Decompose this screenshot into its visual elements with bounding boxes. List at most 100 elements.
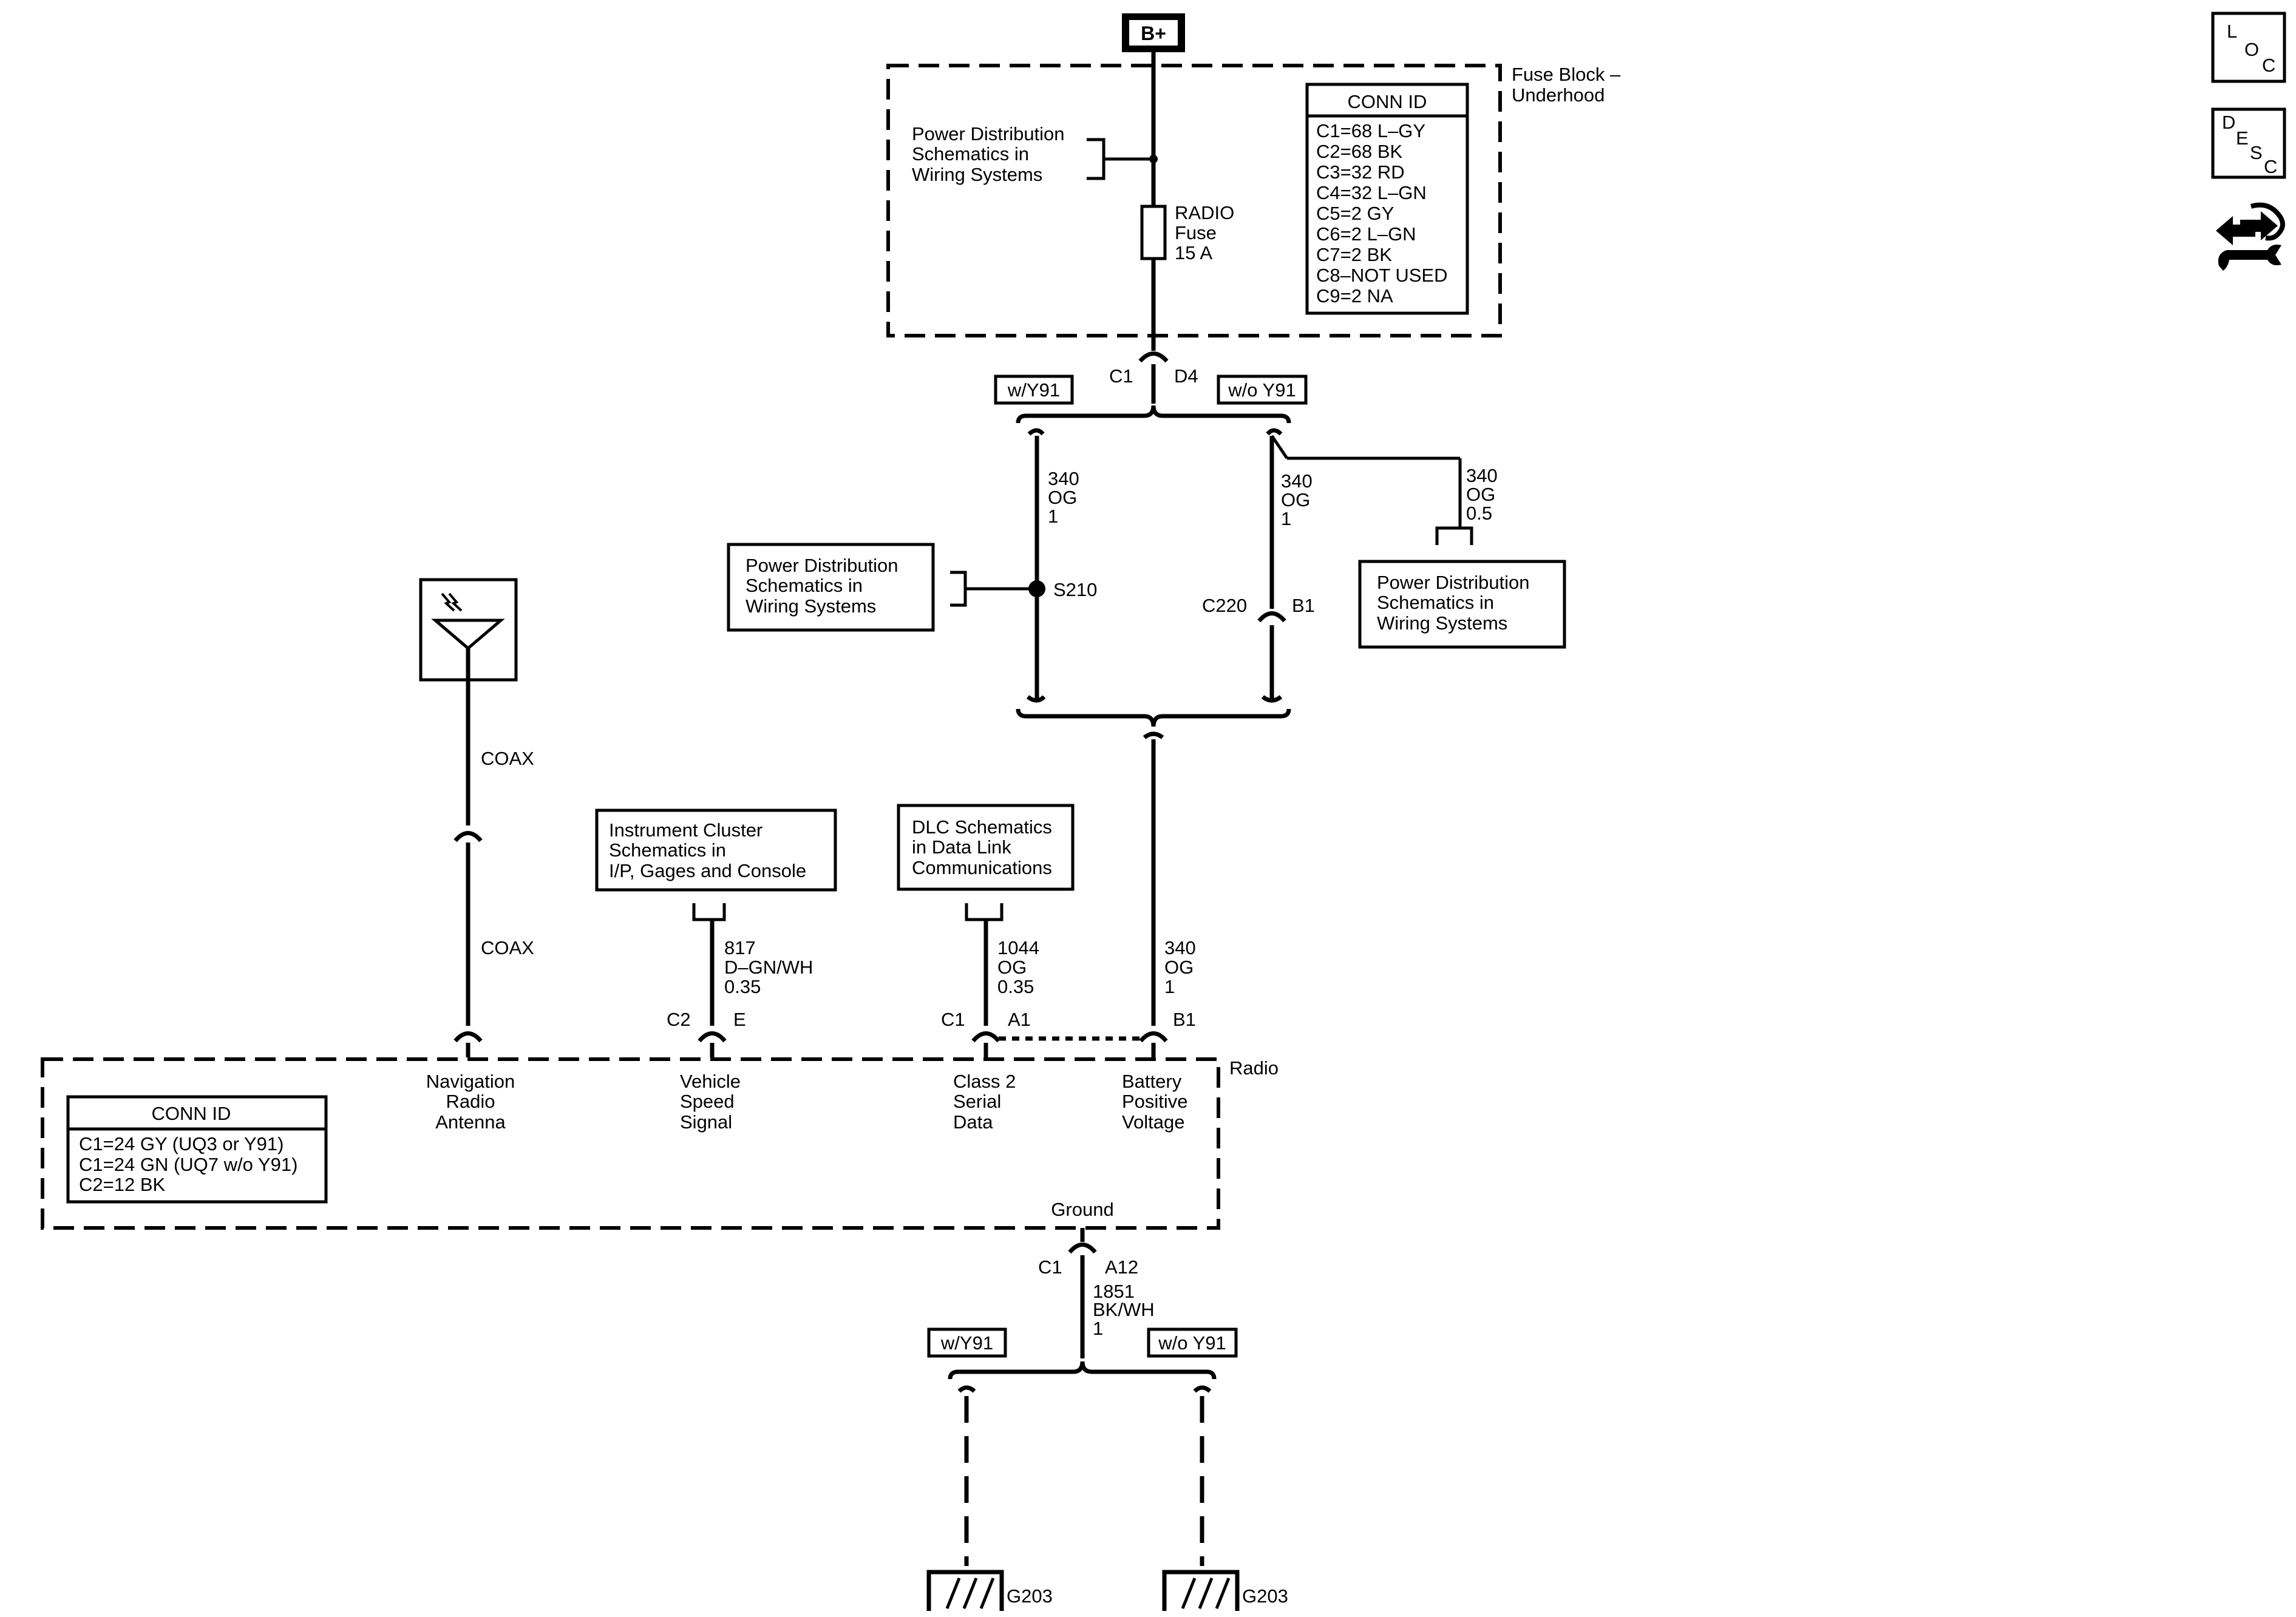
svg-text:CONN ID: CONN ID xyxy=(152,1103,231,1124)
svg-text:Data: Data xyxy=(953,1111,993,1133)
svg-text:C6=2 L–GN: C6=2 L–GN xyxy=(1316,223,1416,245)
svg-text:C1=68 L–GY: C1=68 L–GY xyxy=(1316,120,1425,141)
radio-connector-battery: B1 xyxy=(1139,1009,1196,1057)
svg-text:CONN ID: CONN ID xyxy=(1348,91,1427,112)
svg-text:Antenna: Antenna xyxy=(435,1111,506,1133)
connector-c1-a12: C1 A12 xyxy=(1038,1228,1138,1358)
svg-text:Schematics in: Schematics in xyxy=(746,575,863,596)
svg-text:C3=32 RD: C3=32 RD xyxy=(1316,161,1405,183)
radio-ground-label: Ground xyxy=(1051,1199,1113,1220)
connector-c1-d4: C1 D4 xyxy=(1109,336,1198,404)
svg-text:Vehicle: Vehicle xyxy=(680,1071,741,1092)
coax-label-bottom: COAX xyxy=(481,937,534,958)
svg-text:340: 340 xyxy=(1164,937,1196,958)
svg-text:D–GN/WH: D–GN/WH xyxy=(724,957,813,978)
svg-text:O: O xyxy=(2244,39,2259,60)
svg-text:C1: C1 xyxy=(1038,1256,1062,1278)
option-brace-bottom xyxy=(1016,708,1291,727)
svg-text:Schematics in: Schematics in xyxy=(912,143,1029,164)
ground-symbol-right: G203 xyxy=(1162,1570,1288,1611)
svg-text:w/o Y91: w/o Y91 xyxy=(1228,379,1296,401)
svg-text:A12: A12 xyxy=(1105,1256,1138,1278)
svg-text:w/Y91: w/Y91 xyxy=(1007,379,1060,401)
svg-text:C1=24 GY (UQ3 or Y91): C1=24 GY (UQ3 or Y91) xyxy=(79,1133,284,1154)
svg-text:Class 2: Class 2 xyxy=(953,1071,1016,1092)
radio-connector-antenna xyxy=(453,1031,483,1057)
right-branch-wire-label: 340 OG 1 xyxy=(1281,470,1313,529)
svg-text:Speed: Speed xyxy=(680,1091,735,1112)
svg-text:Wiring Systems: Wiring Systems xyxy=(746,595,876,617)
svg-text:I/P, Gages and Console: I/P, Gages and Console xyxy=(609,860,806,881)
svg-text:Serial: Serial xyxy=(953,1091,1001,1112)
svg-text:w/Y91: w/Y91 xyxy=(940,1332,993,1354)
svg-text:S: S xyxy=(2250,142,2263,163)
svg-text:C: C xyxy=(2262,55,2275,76)
svg-text:B1: B1 xyxy=(1292,595,1315,616)
svg-text:Fuse: Fuse xyxy=(1175,222,1217,243)
svg-text:Navigation: Navigation xyxy=(426,1071,515,1092)
svg-text:1: 1 xyxy=(1164,976,1175,997)
dlc-wire-label: 1044 OG 0.35 xyxy=(997,937,1039,997)
svg-text:340: 340 xyxy=(1466,465,1498,486)
svg-text:15 A: 15 A xyxy=(1175,242,1212,263)
instrument-cluster-ref: Instrument Cluster Schematics in I/P, Ga… xyxy=(595,808,837,892)
svg-text:1044: 1044 xyxy=(997,937,1039,958)
svg-text:Instrument Cluster: Instrument Cluster xyxy=(609,819,763,841)
svg-text:817: 817 xyxy=(724,937,756,958)
svg-text:E: E xyxy=(2236,127,2249,149)
svg-text:Radio: Radio xyxy=(446,1091,495,1112)
svg-text:0.5: 0.5 xyxy=(1466,503,1492,524)
svg-text:OG: OG xyxy=(1466,484,1495,505)
svg-text:OG: OG xyxy=(1048,487,1077,508)
fuse-block-power-ref: Power Distribution Schematics in Wiring … xyxy=(912,123,1065,185)
radio-pin-nav-antenna: Navigation Radio Antenna xyxy=(426,1071,515,1133)
svg-text:OG: OG xyxy=(1281,489,1310,510)
svg-text:Battery: Battery xyxy=(1122,1071,1182,1092)
svg-text:340: 340 xyxy=(1281,470,1313,492)
arrows-wrench-icon[interactable] xyxy=(2216,202,2285,271)
svg-text:G203: G203 xyxy=(1007,1585,1053,1607)
option-tag-without-y91: w/o Y91 xyxy=(1217,375,1308,405)
svg-text:Power Distribution: Power Distribution xyxy=(1377,572,1530,593)
svg-text:0.35: 0.35 xyxy=(724,976,761,997)
svg-text:G203: G203 xyxy=(1242,1585,1288,1607)
dlc-ref: DLC Schematics in Data Link Communicatio… xyxy=(897,804,1075,891)
radio-pin-class2: Class 2 Serial Data xyxy=(953,1071,1016,1133)
option-brace-top xyxy=(1016,405,1291,424)
battery-source: B+ xyxy=(1122,13,1185,52)
svg-text:Voltage: Voltage xyxy=(1122,1111,1184,1133)
svg-text:C7=2 BK: C7=2 BK xyxy=(1316,244,1392,265)
ground-symbol-left: G203 xyxy=(926,1570,1053,1611)
svg-text:C5=2 GY: C5=2 GY xyxy=(1316,203,1394,224)
svg-text:in Data Link: in Data Link xyxy=(912,836,1011,858)
right-branch-tap-wire-label: 340 OG 0.5 xyxy=(1466,465,1498,524)
svg-text:E: E xyxy=(733,1009,746,1030)
fuse-block-outline xyxy=(886,64,1502,337)
svg-text:BK/WH: BK/WH xyxy=(1093,1299,1155,1320)
svg-text:RADIO: RADIO xyxy=(1175,202,1234,223)
svg-text:1: 1 xyxy=(1093,1318,1103,1339)
svg-text:A1: A1 xyxy=(1008,1009,1031,1030)
svg-text:B1: B1 xyxy=(1173,1009,1196,1030)
svg-text:C1: C1 xyxy=(1109,365,1133,387)
fuse-block-label-2: Underhood xyxy=(1512,84,1605,106)
svg-text:C9=2 NA: C9=2 NA xyxy=(1316,285,1393,307)
option-brace-ground xyxy=(948,1361,1217,1380)
battery-feed-wire-label: 340 OG 1 xyxy=(1164,937,1196,997)
splice-power-ref: Power Distribution Schematics in Wiring … xyxy=(727,543,935,632)
coax-label-top: COAX xyxy=(481,748,534,769)
desc-button[interactable]: D E S C xyxy=(2211,107,2286,179)
radio-fuse xyxy=(1140,205,1167,260)
radio-pin-battery: Battery Positive Voltage xyxy=(1122,1071,1188,1133)
loc-button[interactable]: L O C xyxy=(2211,12,2286,83)
svg-text:Power Distribution: Power Distribution xyxy=(912,123,1065,144)
svg-text:1: 1 xyxy=(1281,508,1291,529)
svg-text:DLC Schematics: DLC Schematics xyxy=(912,816,1052,838)
svg-text:Communications: Communications xyxy=(912,857,1052,878)
ground-wire-label: 1851 BK/WH 1 xyxy=(1093,1281,1155,1339)
radio-pin-vss: Vehicle Speed Signal xyxy=(680,1071,741,1133)
svg-text:C2=68 BK: C2=68 BK xyxy=(1316,141,1403,162)
svg-text:Positive: Positive xyxy=(1122,1091,1188,1112)
svg-text:L: L xyxy=(2227,21,2237,42)
